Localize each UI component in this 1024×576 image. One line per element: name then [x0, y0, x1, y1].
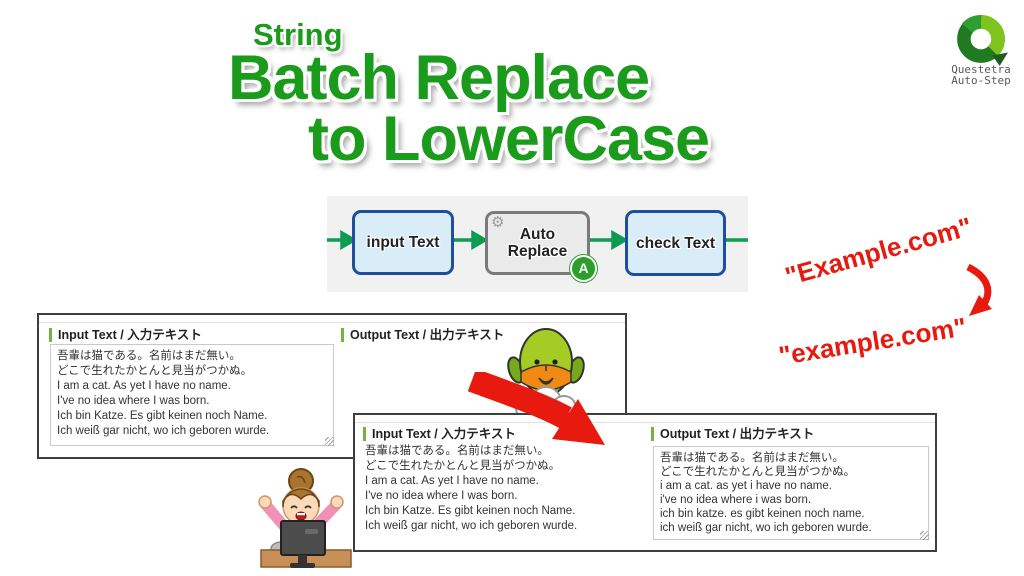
- auto-step-badge: A: [570, 255, 597, 282]
- annotation-before-text: "Example.com": [781, 211, 976, 292]
- input-text-label: Input Text / 入力テキスト: [49, 328, 202, 342]
- big-red-arrow-icon: [467, 372, 605, 445]
- workflow-step-label: check Text: [636, 234, 715, 252]
- workflow-step-check-text[interactable]: check Text: [625, 210, 726, 276]
- logo-brand-line2: Auto-Step: [951, 74, 1011, 87]
- output-text-label: Output Text / 出力テキスト: [651, 427, 814, 441]
- curved-arrow-icon: [966, 264, 992, 316]
- flow-arrows-icon: [327, 229, 748, 251]
- form-panel-after: Input Text / 入力テキスト 吾輩は猫である。名前はまだ無い。 どこで…: [353, 413, 937, 552]
- input-text-area[interactable]: 吾輩は猫である。名前はまだ無い。 どこで生れたかとんと見当がつかぬ。 I am …: [50, 344, 334, 446]
- workflow-step-auto-replace[interactable]: ⚙ Auto Replace A: [485, 211, 597, 282]
- workflow-step-label: input Text: [366, 234, 440, 251]
- title-line-2: to LowerCase: [308, 104, 710, 174]
- panel-divider: [39, 322, 625, 323]
- output-text-label: Output Text / 出力テキスト: [341, 328, 504, 342]
- panel-divider: [355, 422, 935, 423]
- gear-icon: ⚙: [491, 214, 505, 231]
- workflow-step-label: Auto Replace: [507, 226, 568, 260]
- person-at-computer-icon: [258, 468, 352, 568]
- questetra-logo-icon: [957, 15, 1008, 66]
- title-kicker: String: [253, 17, 343, 52]
- logo-brand-text: Questetra Auto-Step: [938, 64, 1024, 86]
- annotation-after-text: "example.com": [776, 311, 969, 371]
- workflow-diagram: input Text ⚙ Auto Replace A check Text: [327, 196, 748, 292]
- title-line-1: Batch Replace: [228, 43, 650, 113]
- workflow-step-input-text[interactable]: input Text: [352, 210, 454, 275]
- input-text-value: 吾輩は猫である。名前はまだ無い。 どこで生れたかとんと見当がつかぬ。 I am …: [365, 445, 578, 532]
- input-text-label: Input Text / 入力テキスト: [363, 427, 516, 441]
- output-text-area[interactable]: 吾輩は猫である。名前はまだ無い。 どこで生れたかとんと見当がつかぬ。 i am …: [653, 446, 929, 540]
- logo-brand-line1: Questetra: [951, 63, 1011, 76]
